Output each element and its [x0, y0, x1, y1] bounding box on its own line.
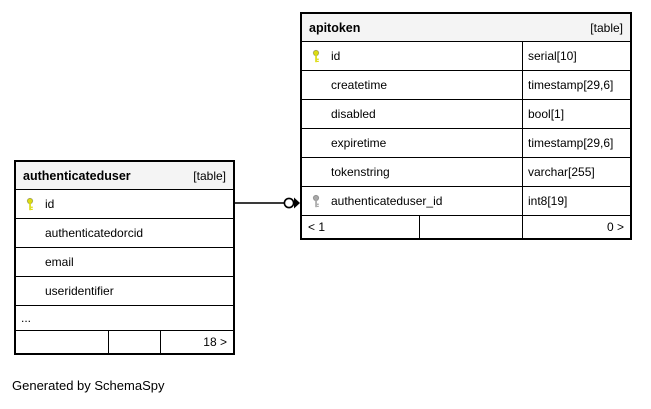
- generator-credit: Generated by SchemaSpy: [12, 378, 165, 393]
- column-name: tokenstring: [331, 165, 390, 179]
- column-row: authenticatedorcid: [16, 219, 233, 248]
- column-type: int8[19]: [522, 187, 630, 215]
- footer-children-count[interactable]: 18 >: [160, 331, 233, 353]
- table-type-badge: [table]: [590, 20, 623, 35]
- footer-parents-count[interactable]: < 1: [308, 220, 326, 234]
- column-row: email: [16, 248, 233, 277]
- footer-middle-cell: [419, 216, 522, 238]
- footer-middle-cell: [108, 331, 160, 353]
- table-header-authenticateduser[interactable]: authenticateduser [table]: [16, 162, 233, 190]
- column-type: timestamp[29,6]: [522, 129, 630, 157]
- table-footer: 18 >: [16, 331, 233, 353]
- table-footer: < 1 0 >: [302, 216, 630, 238]
- column-type: bool[1]: [522, 100, 630, 128]
- table-header-apitoken[interactable]: apitoken [table]: [302, 14, 630, 42]
- column-name: id: [331, 49, 341, 63]
- table-title: authenticateduser: [23, 168, 131, 183]
- column-row: tokenstring varchar[255]: [302, 158, 630, 187]
- column-row: createtime timestamp[29,6]: [302, 71, 630, 100]
- column-name: id: [45, 197, 55, 211]
- table-authenticateduser[interactable]: authenticateduser [table] id authenticat…: [14, 160, 235, 355]
- footer-children-count[interactable]: 0 >: [522, 216, 630, 238]
- column-row: disabled bool[1]: [302, 100, 630, 129]
- table-type-badge: [table]: [193, 168, 226, 183]
- column-row: expiretime timestamp[29,6]: [302, 129, 630, 158]
- column-name: email: [45, 255, 74, 269]
- hidden-columns-ellipsis: ...: [16, 306, 233, 331]
- table-title: apitoken: [309, 20, 361, 35]
- table-apitoken[interactable]: apitoken [table] id serial[10] createtim…: [300, 12, 632, 240]
- column-row: authenticateduser_id int8[19]: [302, 187, 630, 216]
- column-name: expiretime: [331, 136, 387, 150]
- column-row: useridentifier: [16, 277, 233, 306]
- column-type: timestamp[29,6]: [522, 71, 630, 99]
- relationship-connector: [235, 197, 300, 209]
- column-name: createtime: [331, 78, 388, 92]
- column-row: id serial[10]: [302, 42, 630, 71]
- column-type: varchar[255]: [522, 158, 630, 186]
- primary-key-icon: [22, 197, 38, 211]
- column-name: disabled: [331, 107, 376, 121]
- footer-left-cell: [16, 331, 108, 353]
- foreign-key-icon: [308, 194, 324, 208]
- column-type: serial[10]: [522, 42, 630, 70]
- column-name: useridentifier: [45, 284, 114, 298]
- column-row: id: [16, 190, 233, 219]
- column-name: authenticateduser_id: [331, 194, 443, 208]
- primary-key-icon: [308, 49, 324, 63]
- column-name: authenticatedorcid: [45, 226, 144, 240]
